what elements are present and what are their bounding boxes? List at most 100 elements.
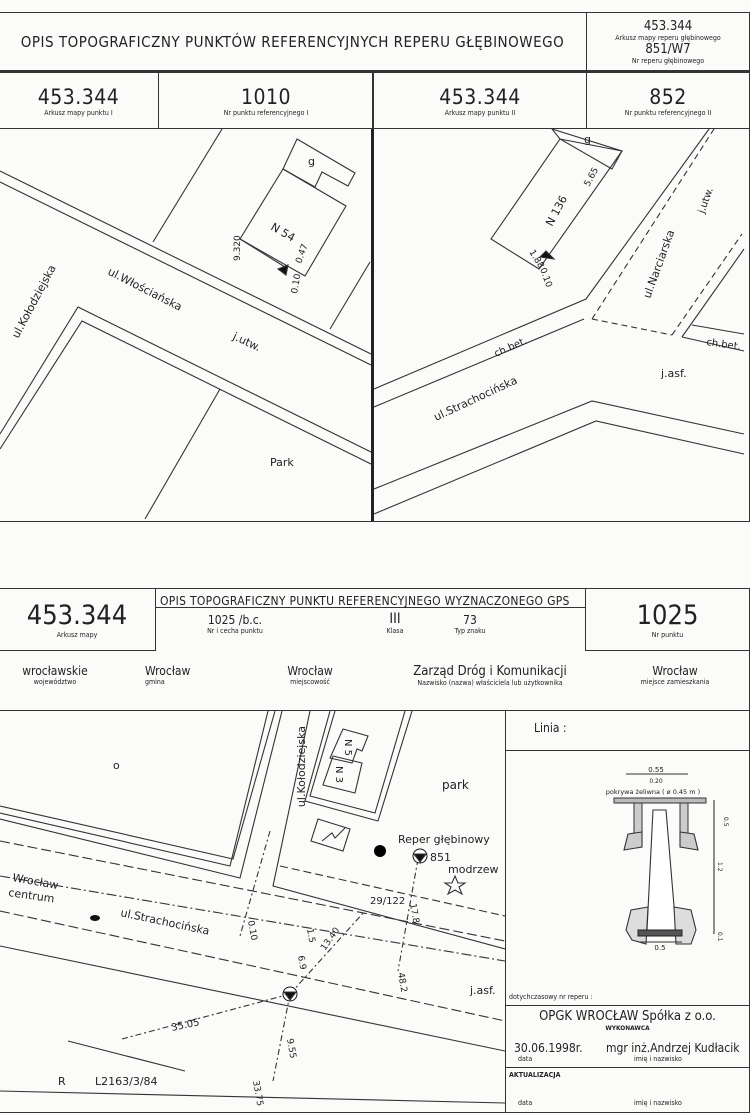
deep-sheet-label: Arkusz mapy reperu głębinowego <box>615 33 721 42</box>
map3-d1: 0.10 <box>245 920 258 942</box>
gps-number-label: Nr punktu <box>651 631 684 639</box>
commune: Wrocław <box>145 664 191 678</box>
map1-street2: ul.Kołodziejska <box>9 263 59 341</box>
map2-street1: ul.Narciarska <box>641 228 678 300</box>
point2-number-label: Nr punktu referencyjnego II <box>624 108 712 117</box>
owner: Zarząd Dróg i Komunikacji <box>413 664 567 679</box>
voivodeship-label: województwo <box>33 678 77 686</box>
update-person-label: imię i nazwisko <box>634 1099 682 1107</box>
gps-class: III <box>389 611 401 627</box>
line-row: Linia : <box>506 711 749 751</box>
point2-sheet-label: Arkusz mapy punktu II <box>444 108 516 117</box>
map2-street2: ul.Strachocińska <box>432 374 520 424</box>
point1-number-label: Nr punktu referencyjnego I <box>223 108 309 117</box>
gps-mark-label: Nr i cecha punktu <box>207 627 263 635</box>
map-point-1: N 54 g 9.320 0.47 0.10 ul.Włościańska ul… <box>0 129 371 520</box>
gps-sheet: 453.344 <box>26 600 128 631</box>
update-date-label: data <box>518 1099 533 1107</box>
locality: Wrocław <box>287 664 333 678</box>
map1-surface: j.utw. <box>230 330 263 355</box>
top-title-cell: OPIS TOPOGRAFICZNY PUNKTÓW REFERENCYJNYC… <box>0 12 587 71</box>
point1-number-cell: 1010 Nr punktu referencyjnego I <box>158 71 374 129</box>
point2-number: 852 <box>649 84 687 109</box>
residence-label: miejsce zamieszkania <box>640 678 710 686</box>
map3-park: park <box>442 778 469 792</box>
benchmark-cross-section: 0.55 0.20 pokrywa żeliwna ( ø 0.45 m ) 0… <box>606 766 729 952</box>
residence: Wrocław <box>652 664 698 678</box>
map3-tree: modrzew <box>448 863 499 876</box>
person-label: imię i nazwisko <box>634 1055 682 1063</box>
side-panel: Linia : 0.55 0.20 pokrywa żeliwna ( ø 0.… <box>505 710 750 1113</box>
gps-number-cell: 1025 Nr punktu <box>585 588 750 651</box>
map2-dim3: 0.10 <box>537 267 553 290</box>
dim-v3: 0.1 <box>716 932 723 942</box>
map3-d8: 9.55 <box>284 1038 297 1059</box>
map1-dim2: 0.47 <box>294 243 310 265</box>
map2-building-label: N 136 <box>543 193 570 228</box>
person: mgr inż.Andrzej Kudłacik <box>606 1041 740 1055</box>
gps-number: 1025 <box>636 600 699 631</box>
map2-garage-label: g <box>584 133 591 146</box>
date-label: data <box>518 1055 533 1063</box>
map3-o: o <box>113 759 120 772</box>
deep-sheet: 453.344 <box>643 18 693 34</box>
date: 30.06.1998r. <box>514 1041 583 1055</box>
voivodeship: wrocławskie <box>22 664 88 678</box>
contractor: OPGK WROCŁAW Spółka z o.o. <box>539 1009 716 1024</box>
gps-sign-type: 73 <box>463 613 477 627</box>
map3-d7: 35.05 <box>170 1017 200 1034</box>
deep-number: 851/W7 <box>645 41 691 57</box>
contractor-label: WYKONAWCA <box>605 1024 650 1032</box>
cover-label: pokrywa żeliwna ( ø 0.45 m ) <box>606 788 700 796</box>
map1-dim3: 0.10 <box>290 273 303 295</box>
map1-street1: ul.Włościańska <box>106 265 184 314</box>
map2-surface2: j.asf. <box>660 367 687 380</box>
update-label: AKTUALIZACJA <box>509 1071 561 1079</box>
gps-mark: 1025 /b.c. <box>207 613 263 627</box>
commune-label: gmina <box>145 678 165 686</box>
gps-title: OPIS TOPOGRAFICZNY PUNKTU REFERENCYJNEGO… <box>160 594 570 608</box>
gps-sign-type-cell: 73 Typ znaku <box>440 613 500 635</box>
divider <box>506 1067 749 1068</box>
gps-class-cell: III Klasa <box>370 611 420 635</box>
map3-parcel: 29/122 <box>370 896 405 907</box>
point2-number-cell: 852 Nr punktu referencyjnego II <box>586 71 750 129</box>
owner-label: Nazwisko (nazwa) właściciela lub użytkow… <box>417 679 563 687</box>
map2-surface1: j.utw. <box>696 186 716 216</box>
map1-garage-label: g <box>308 155 315 168</box>
map3-d5: 6.9 <box>295 955 307 971</box>
point1-sheet-cell: 453.344 Arkusz mapy punktu I <box>0 71 159 129</box>
map3-city2: centrum <box>8 886 56 905</box>
previous-label: dotychczasowy nr reperu : <box>509 993 593 1001</box>
dim-top: 0.55 <box>648 766 664 774</box>
top-title: OPIS TOPOGRAFICZNY PUNKTÓW REFERENCYJNYC… <box>20 32 565 51</box>
dim-bottom: 0.5 <box>654 944 665 952</box>
dim-v1: 0.5 <box>722 817 729 827</box>
locality-label: miejscowość <box>290 678 330 686</box>
point2-sheet: 453.344 <box>439 84 521 109</box>
map3-reper: Reper głębinowy <box>398 833 490 846</box>
gps-sheet-label: Arkusz mapy <box>56 631 98 639</box>
map3-d9: 33.75 <box>250 1080 264 1107</box>
gps-title-cell: OPIS TOPOGRAFICZNY PUNKTU REFERENCYJNEGO… <box>155 588 586 608</box>
point1-sheet: 453.344 <box>37 84 120 109</box>
map3-d2: 1.5 <box>304 928 316 944</box>
map3-line-id: L2163/3/84 <box>95 1075 158 1088</box>
map3-reper-no: 851 <box>430 851 451 864</box>
divider <box>0 710 750 712</box>
map1-dim1: 9.320 <box>233 235 243 261</box>
map3-street1: ul.Kołodziejska <box>295 726 308 807</box>
dim-inner: 0.20 <box>649 778 663 785</box>
map3-d4: 17.8 <box>407 903 420 925</box>
map2-curb2: ch.bet. <box>706 337 742 353</box>
divider <box>506 1005 749 1006</box>
dim-v2: 1.2 <box>716 862 723 872</box>
point1-number: 1010 <box>240 84 292 109</box>
map3-b1: N 5 <box>342 739 353 756</box>
map3-street2: ul.Strachocińska <box>119 906 210 938</box>
deep-number-label: Nr reperu głębinowego <box>631 56 705 65</box>
line-label: Linia : <box>534 721 567 735</box>
deep-reper-cell: 453.344 Arkusz mapy reperu głębinowego 8… <box>586 12 750 71</box>
gps-class-label: Klasa <box>386 627 404 635</box>
